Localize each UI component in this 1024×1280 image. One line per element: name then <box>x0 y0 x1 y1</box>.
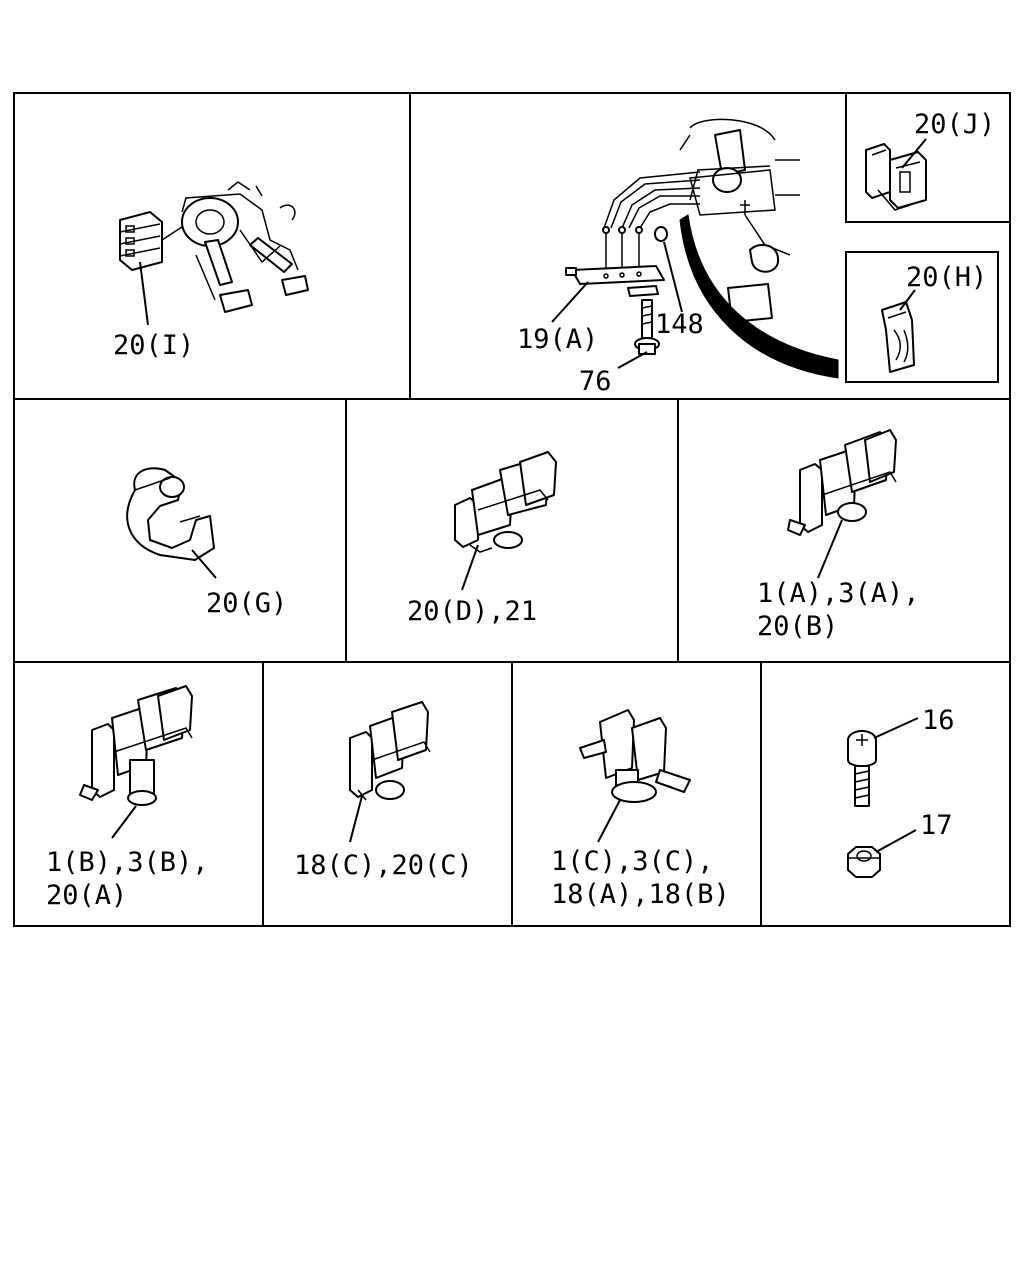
panel-clip-1b: 1(B),3(B), 20(A) <box>46 685 209 911</box>
callout-1b-line2: 20(A) <box>46 880 127 911</box>
leader-20h <box>899 289 916 311</box>
callout-1b-line1: 1(B),3(B), <box>46 847 209 878</box>
panel-clip-1c: 1(C),3(C), 18(A),18(B) <box>551 709 730 910</box>
leader-20d <box>461 544 479 591</box>
leader-20i <box>139 261 149 326</box>
nut-17-drawing <box>847 846 881 878</box>
leader-1b <box>111 805 137 839</box>
callout-1c-line2: 18(A),18(B) <box>551 879 730 910</box>
leader-17 <box>875 829 917 853</box>
leader-20j <box>901 138 927 169</box>
panel-clip-20d: 20(D),21 <box>407 451 557 627</box>
leader-16 <box>873 717 919 739</box>
callout-18c: 18(C),20(C) <box>294 850 473 881</box>
master-cylinder-drawing <box>679 118 800 323</box>
callout-1c-line1: 1(C),3(C), <box>551 846 714 877</box>
brake-pipes-drawing <box>603 165 839 379</box>
panel-clip-20g: 20(G) <box>126 467 287 619</box>
callout-19a: 19(A) <box>517 324 598 355</box>
clip-20i-drawing <box>119 211 186 271</box>
callout-17: 17 <box>920 810 953 841</box>
clip-20h-drawing <box>881 301 915 373</box>
bracket-19a-drawing <box>565 226 668 297</box>
callout-20d: 20(D),21 <box>407 596 537 627</box>
screw-16-drawing <box>847 730 877 807</box>
leader-19a <box>551 281 589 323</box>
leader-148 <box>663 241 683 313</box>
callout-1a-line2: 20(B) <box>757 611 838 642</box>
panel-clip-18c: 18(C),20(C) <box>294 701 473 881</box>
panel-clip-20h: 20(H) <box>881 262 987 373</box>
callout-148: 148 <box>655 309 704 340</box>
callout-16: 16 <box>922 705 955 736</box>
callout-20i: 20(I) <box>113 330 194 361</box>
bolt-76-drawing <box>634 299 660 355</box>
panel-fasteners: 16 17 <box>847 705 955 878</box>
panel-clip-20j: 20(J) <box>865 109 995 211</box>
clip-20d-drawing <box>454 451 557 553</box>
leader-76 <box>617 351 648 369</box>
clip-18c-drawing <box>349 701 431 801</box>
panel-brake-lines: 19(A) 148 76 <box>517 118 839 397</box>
leader-18c <box>349 795 363 843</box>
clip-20j-drawing <box>865 143 927 211</box>
callout-20j: 20(J) <box>914 109 995 140</box>
callout-76: 76 <box>579 366 612 397</box>
clip-20g-drawing <box>126 467 215 561</box>
clip-1a-drawing <box>787 429 897 536</box>
panel-clip-1a: 1(A),3(A), 20(B) <box>757 429 920 642</box>
pedal-bracket-drawing <box>181 181 309 313</box>
callout-1a-line1: 1(A),3(A), <box>757 578 920 609</box>
callout-20h: 20(H) <box>906 262 987 293</box>
leader-20g <box>191 549 217 579</box>
clip-1b-drawing <box>79 685 193 806</box>
diagram-frames <box>13 92 1011 927</box>
panel-pedal-assembly: 20(I) <box>113 181 309 361</box>
leader-1c <box>597 799 621 843</box>
callout-20g: 20(G) <box>206 588 287 619</box>
leader-1a <box>817 519 843 579</box>
clip-1c-drawing <box>579 709 691 803</box>
